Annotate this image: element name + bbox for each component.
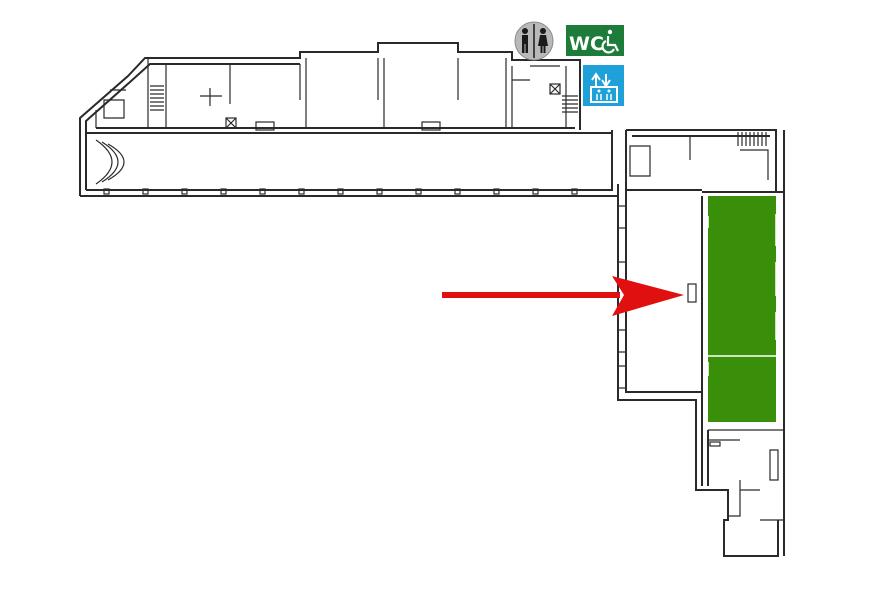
restroom-men-women-icon [514, 21, 554, 61]
wc-label: WC [569, 33, 604, 55]
wheelchair-icon [601, 29, 619, 54]
corridor-columns [103, 188, 578, 195]
stairs-right [562, 95, 578, 113]
elevator-icon [583, 65, 624, 106]
stairs-left [150, 85, 164, 111]
highlighted-room[interactable] [707, 196, 777, 422]
accessible-wc-icon: WC [566, 25, 624, 56]
location-arrow [442, 276, 684, 316]
upper-wing-walls [79, 42, 619, 197]
stairs-top-right [737, 132, 767, 146]
right-wing-walls [617, 129, 785, 557]
